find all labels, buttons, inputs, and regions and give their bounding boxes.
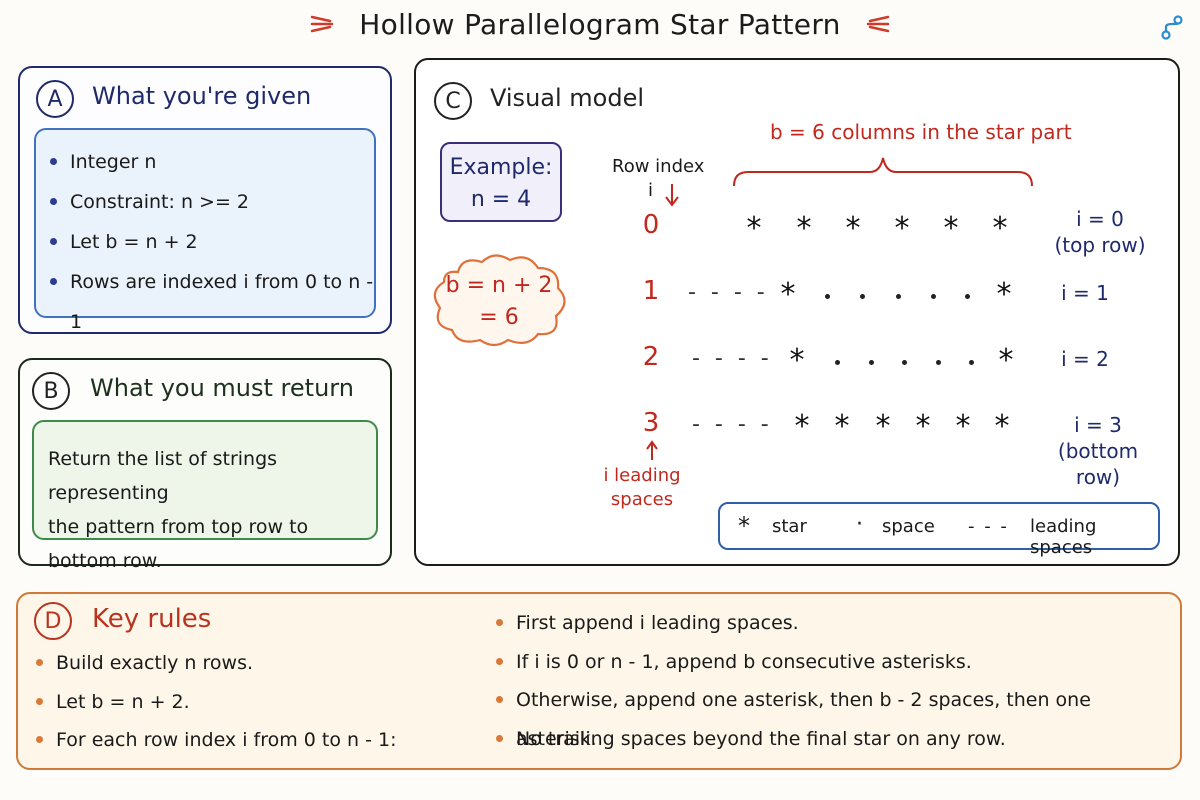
cloud-note: b = n + 2 = 6 [432,270,566,334]
example-value: n = 4 [470,187,532,212]
return-text-line1: Return the list of strings representing [48,448,278,504]
row-number: 1 [642,276,660,306]
legend-space-label: space [882,516,935,537]
legend: * star · space - - - leading spaces [718,502,1160,558]
rule-item: Let b = n + 2. [30,683,470,722]
row-label-1: i = 1 [1061,281,1109,305]
row-index-label: Row index [612,156,705,177]
space-dot [835,360,840,365]
example-label: Example: [449,155,553,180]
leading-spaces-marker: - - - - [692,412,773,437]
given-item: Integer n [44,142,374,182]
row-number: 3 [642,408,660,438]
star-cell: * [894,211,910,246]
row-label-0-line1: i = 0 [1076,207,1124,231]
rule-item: Otherwise, append one asterisk, then b -… [490,681,1170,750]
page-title: Hollow Parallelogram Star Pattern [0,6,1200,41]
cloud-line2: = 6 [479,305,519,330]
star-cell: * [875,409,891,444]
given-list: Integer n Constraint: n >= 2 Let b = n +… [44,142,374,333]
rule-item: Build exactly n rows. [30,644,470,683]
star-cell: * [746,211,762,246]
leading-spaces-marker: - - - - [692,346,773,371]
branch-icon[interactable] [1158,14,1186,42]
leading-note: i leading spaces [600,464,684,512]
star-cell: * [994,409,1010,444]
title-text: Hollow Parallelogram Star Pattern [359,7,841,41]
row-label-0-line2: (top row) [1054,233,1146,257]
panel-key-rules [16,592,1182,770]
legend-space-symbol: · [856,512,863,537]
star-cell: * [992,211,1008,246]
star-cell: * [789,343,805,378]
star-cell: * [834,409,850,444]
cloud-line1: b = n + 2 [445,273,553,298]
star-cell: * [796,211,812,246]
row-label-0: i = 0 (top row) [1048,206,1152,258]
row-number: 2 [642,342,660,372]
space-dot [825,294,830,299]
row-number: 0 [642,210,660,240]
legend-star-symbol: * [738,512,750,540]
rule-item: No trailing spaces beyond the final star… [490,720,1170,759]
legend-lead-label: leading spaces [1030,516,1097,558]
return-box: Return the list of strings representing … [32,420,378,572]
given-item: Rows are indexed i from 0 to n - 1 [44,262,374,333]
key-rules-right-list: First append i leading spaces. If i is 0… [490,604,1170,758]
space-dot [869,360,874,365]
rule-item: If i is 0 or n - 1, append b consecutive… [490,643,1170,682]
leading-note-line1: i leading [603,465,681,486]
panel-d-heading: Key rules [92,604,212,634]
given-item: Let b = n + 2 [44,222,374,262]
panel-d-letter: D [34,602,72,640]
star-cell: * [915,409,931,444]
row-label-3-line2: (bottom row) [1057,439,1139,489]
star-cell: * [943,211,959,246]
star-cell: * [996,277,1012,312]
space-dot [902,360,907,365]
space-dot [860,294,865,299]
panel-a-letter: A [36,80,74,118]
star-cell: * [780,277,796,312]
row-label-2: i = 2 [1061,347,1109,371]
panel-b-heading: What you must return [90,374,354,402]
cloud-shape [433,254,566,347]
star-cell: * [955,409,971,444]
row-index-var: i [648,180,654,201]
space-dot [969,360,974,365]
row-label-3: i = 3 (bottom row) [1040,412,1156,490]
brace-label: b = 6 columns in the star part [770,120,1072,144]
rule-item: First append i leading spaces. [490,604,1170,643]
legend-star-label: star [772,516,807,537]
given-box: Integer n Constraint: n >= 2 Let b = n +… [34,128,376,333]
key-rules-left-list: Build exactly n rows. Let b = n + 2. For… [30,644,470,760]
space-dot [896,294,901,299]
row-label-3-line1: i = 3 [1074,413,1122,437]
down-arrow-icon [665,184,679,207]
panel-a-heading: What you're given [92,82,312,110]
column-brace [733,157,1033,187]
space-dot [965,294,970,299]
star-cell: * [845,211,861,246]
star-cell: * [998,343,1014,378]
right-accent-icon [866,15,890,33]
star-cell: * [794,409,810,444]
left-accent-icon [310,15,334,33]
panel-b-letter: B [32,372,70,410]
space-dot [936,360,941,365]
rule-item: For each row index i from 0 to n - 1: [30,721,470,760]
panel-c-letter: C [434,82,472,120]
space-dot [931,294,936,299]
up-arrow-icon [646,440,658,460]
panel-c-heading: Visual model [490,84,645,112]
leading-note-line2: spaces [610,489,674,510]
leading-spaces-marker: - - - - [688,280,769,305]
given-item: Constraint: n >= 2 [44,182,374,222]
return-text-line2: the pattern from top row to bottom row. [48,516,309,572]
legend-lead-symbol: - - - [968,516,1009,537]
example-box: Example: n = 4 [440,142,562,222]
